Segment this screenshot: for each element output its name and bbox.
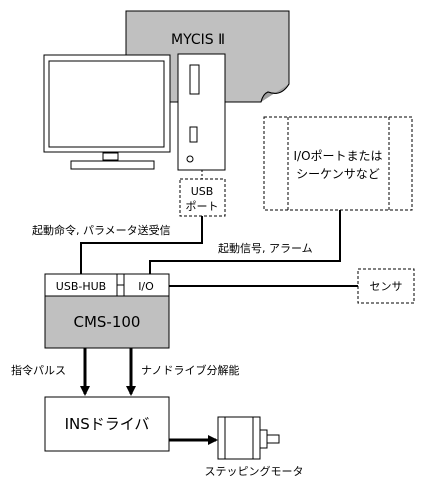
pc-tower (177, 53, 226, 171)
sensor-box: センサ (169, 268, 415, 304)
io-label: I/O (138, 280, 154, 293)
sensor-label: センサ (370, 280, 403, 293)
usb-link: 起動命令, パラメータ送受信 (32, 216, 203, 274)
io-port-label-1: I/Oポートまたは (293, 149, 382, 163)
usb-hub-label: USB-HUB (56, 280, 106, 293)
controller-box: USB-HUB I/O CMS-100 (44, 273, 170, 349)
io-port-box: I/Oポートまたは シーケンサなど (263, 116, 413, 211)
pulse-label: 指令パルス (11, 363, 66, 377)
io-link: 起動信号, アラーム (149, 210, 341, 274)
usb-port-label-2: ポート (186, 200, 219, 213)
io-port-label-2: シーケンサなど (296, 167, 380, 181)
motor-label: ステッピングモータ (205, 464, 304, 478)
usb-link-label: 起動命令, パラメータ送受信 (32, 223, 171, 237)
usb-port-label-1: USB (191, 185, 214, 198)
driver-label: INSドライバ (65, 415, 150, 433)
controller-name: CMS-100 (74, 313, 141, 331)
resolution-label: ナノドライブ分解能 (141, 363, 239, 377)
pulse-arrows: 指令パルス ナノドライブ分解能 (11, 348, 239, 396)
server-name: MYCIS Ⅱ (171, 32, 225, 48)
pc-monitor (43, 54, 171, 170)
stepping-motor: ステッピングモータ (205, 416, 304, 478)
usb-port-box: USB ポート (179, 170, 226, 217)
driver-box: INSドライバ (44, 396, 170, 452)
io-link-label: 起動信号, アラーム (218, 241, 313, 255)
